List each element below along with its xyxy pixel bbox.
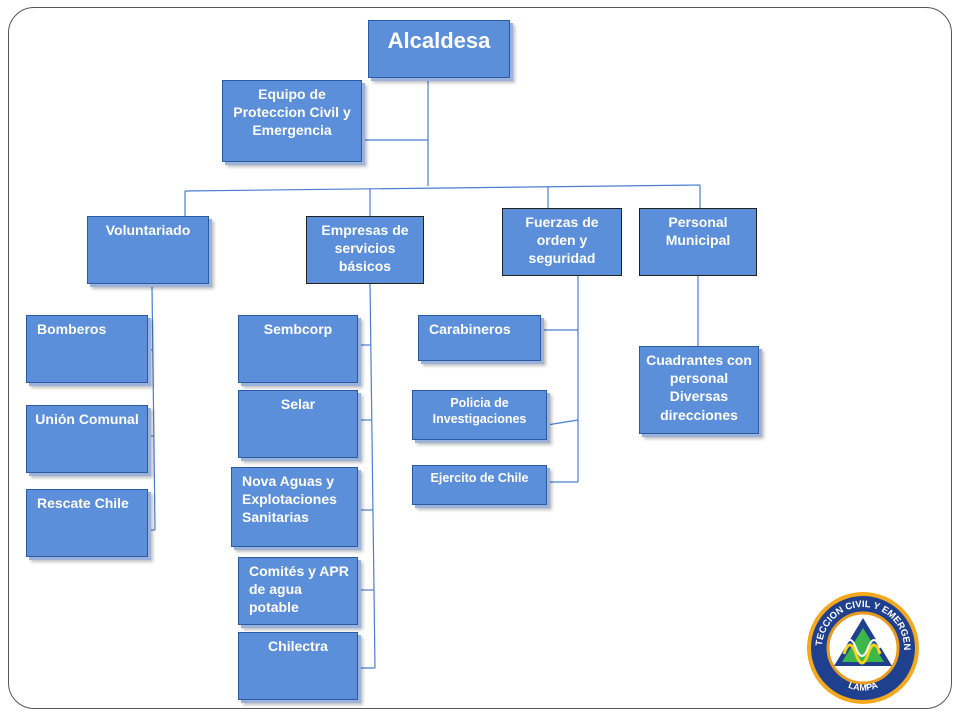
node-nova-aguas: Nova Aguas y Explotaciones Sanitarias xyxy=(231,467,358,547)
node-rescate-chile: Rescate Chile xyxy=(26,489,148,557)
node-carabineros: Carabineros xyxy=(418,315,541,361)
svg-text:LAMPA: LAMPA xyxy=(847,680,879,693)
node-sembcorp: Sembcorp xyxy=(238,315,358,383)
node-voluntariado: Voluntariado xyxy=(87,216,209,284)
node-cuadrantes: Cuadrantes con personal Diversas direcci… xyxy=(639,346,759,434)
node-empresas-servicios-basicos: Empresas de servicios básicos xyxy=(306,216,424,284)
node-union-comunal: Unión Comunal xyxy=(26,405,148,473)
node-ejercito-chile: Ejercito de Chile xyxy=(412,465,547,505)
node-equipo-proteccion-civil: Equipo de Proteccion Civil y Emergencia xyxy=(222,80,362,162)
node-fuerzas-orden-seguridad: Fuerzas de orden y seguridad xyxy=(502,208,622,276)
node-selar: Selar xyxy=(238,390,358,458)
node-alcaldesa: Alcaldesa xyxy=(368,20,510,78)
node-personal-municipal: Personal Municipal xyxy=(639,208,757,276)
node-bomberos: Bomberos xyxy=(26,315,148,383)
proteccion-civil-logo: PROTECCION CIVIL Y EMERGENCIA LAMPA xyxy=(800,588,919,704)
node-chilectra: Chilectra xyxy=(238,632,358,700)
slide-frame xyxy=(8,7,952,709)
node-comites-apr: Comités y APR de agua potable xyxy=(238,557,358,625)
node-policia-investigaciones: Policia de Investigaciones xyxy=(412,390,547,440)
